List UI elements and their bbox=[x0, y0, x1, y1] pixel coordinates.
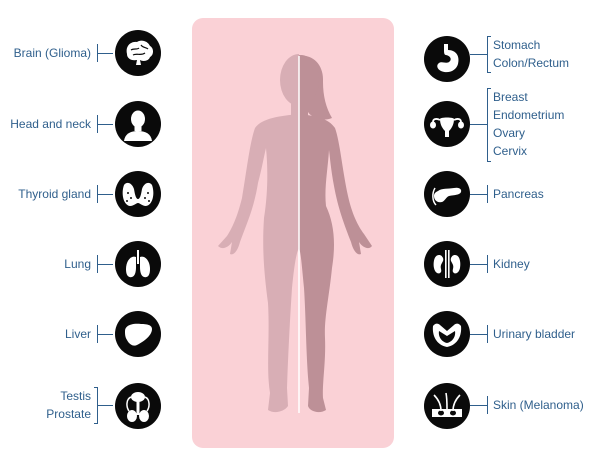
connector-testis-prostate bbox=[97, 405, 113, 406]
connector-liver bbox=[97, 334, 113, 335]
connector-lung bbox=[97, 264, 113, 265]
stomach-colon-icon bbox=[424, 36, 470, 82]
connector-brain bbox=[97, 53, 113, 54]
bracket-head-neck bbox=[94, 115, 98, 133]
bracket-stomach-colon bbox=[487, 36, 491, 73]
bracket-lung bbox=[94, 255, 98, 273]
liver-icon bbox=[115, 311, 161, 357]
body-panel bbox=[192, 18, 394, 448]
connector-skin bbox=[470, 405, 487, 406]
skin-icon bbox=[424, 383, 470, 429]
thyroid-icon bbox=[115, 171, 161, 217]
bracket-brain bbox=[94, 44, 98, 62]
head-neck-icon bbox=[115, 101, 161, 147]
kidney-icon bbox=[424, 241, 470, 287]
brain-icon bbox=[115, 30, 161, 76]
bladder-icon bbox=[424, 311, 470, 357]
connector-kidney bbox=[470, 264, 487, 265]
label-bladder: Urinary bladder bbox=[493, 327, 576, 341]
bracket-pancreas bbox=[487, 185, 491, 203]
label-kidney: Kidney bbox=[493, 257, 530, 271]
label-head-neck: Head and neck bbox=[10, 117, 91, 131]
pancreas-icon bbox=[424, 171, 470, 217]
bracket-uterus bbox=[487, 88, 491, 162]
bracket-liver bbox=[94, 325, 98, 343]
human-silhouette bbox=[192, 18, 394, 448]
bracket-testis-prostate bbox=[94, 387, 98, 424]
bracket-kidney bbox=[487, 255, 491, 273]
lung-icon bbox=[115, 241, 161, 287]
bracket-thyroid bbox=[94, 185, 98, 203]
label-lung: Lung bbox=[64, 257, 91, 271]
connector-uterus bbox=[470, 124, 487, 125]
connector-bladder bbox=[470, 334, 487, 335]
connector-stomach-colon bbox=[470, 54, 487, 55]
connector-pancreas bbox=[470, 194, 487, 195]
bracket-bladder bbox=[487, 325, 491, 343]
label-liver: Liver bbox=[64, 327, 91, 341]
label-pancreas: Pancreas bbox=[493, 187, 544, 201]
uterus-icon bbox=[424, 101, 470, 147]
label-skin: Skin (Melanoma) bbox=[493, 398, 584, 412]
connector-thyroid bbox=[97, 194, 113, 195]
bracket-skin bbox=[487, 396, 491, 414]
connector-head-neck bbox=[97, 124, 113, 125]
label-thyroid: Thyroid gland bbox=[18, 187, 91, 201]
label-brain: Brain (Glioma) bbox=[13, 46, 91, 60]
female-half bbox=[299, 55, 372, 413]
testis-prostate-icon bbox=[115, 383, 161, 429]
male-half bbox=[218, 54, 299, 413]
